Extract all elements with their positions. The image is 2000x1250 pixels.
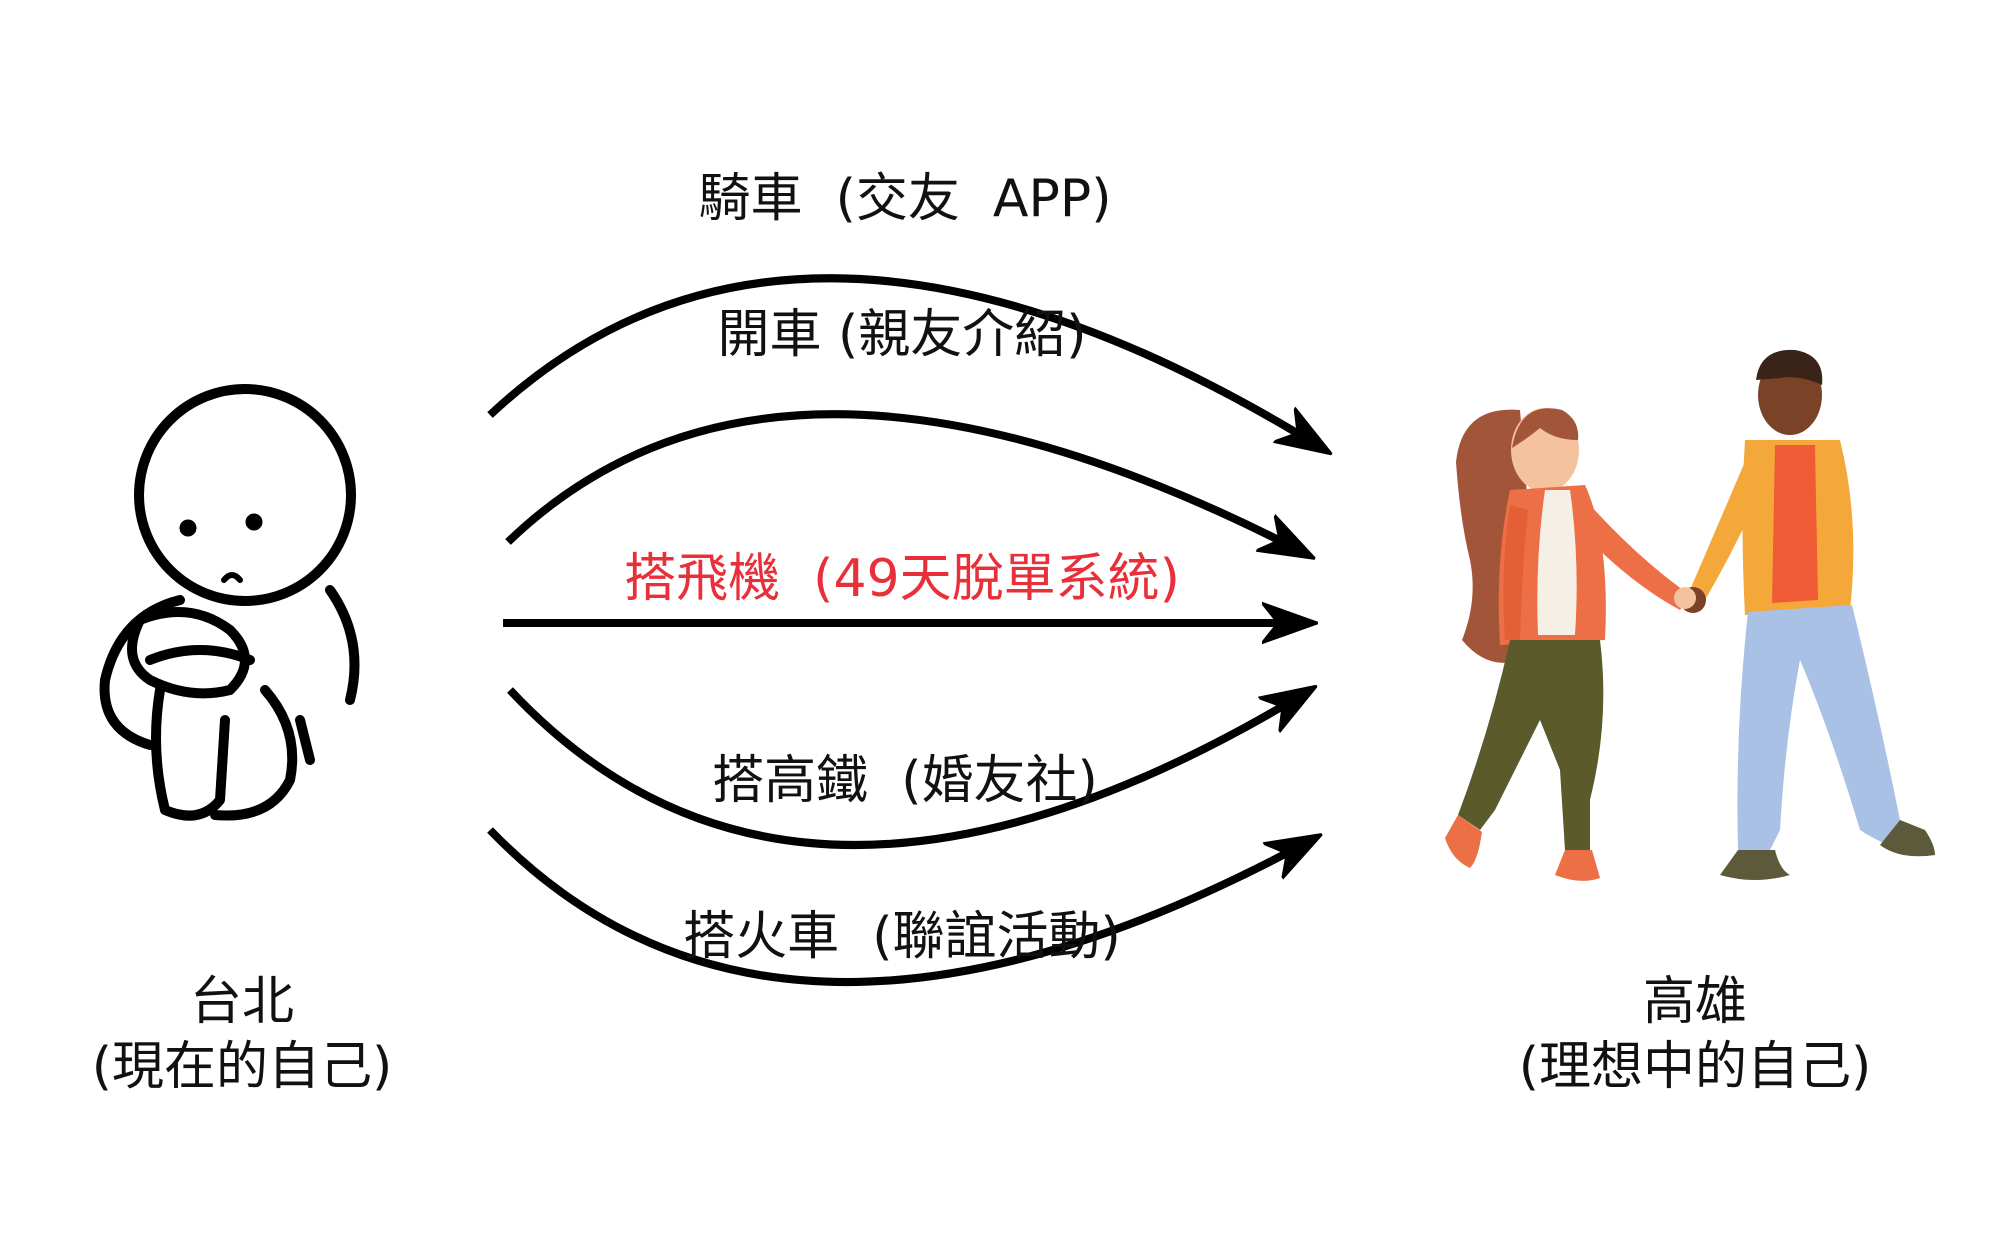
arrow-route-4	[507, 690, 1310, 849]
destination-label: 高雄 (理想中的自己)	[1519, 970, 1872, 1100]
route-arrows	[487, 274, 1325, 986]
route-label-car: 開車 (親友介紹)	[717, 305, 1087, 365]
destination-subtitle: (理想中的自己)	[1518, 1037, 1872, 1097]
route-label-train: 搭火車 (聯誼活動)	[683, 907, 1121, 967]
origin-name: 台北	[189, 972, 295, 1032]
couple-icon	[1445, 349, 1935, 881]
arrow-route-5	[487, 827, 1315, 986]
origin-label: 台北 (現在的自己)	[92, 970, 393, 1100]
route-label-plane: 搭飛機 (49天脫單系統)	[624, 549, 1180, 609]
destination-name: 高雄	[1642, 972, 1748, 1032]
route-label-scooter: 騎車 (交友 APP)	[698, 169, 1112, 229]
arrow-route-2	[505, 410, 1308, 555]
arrow-route-1	[487, 274, 1325, 450]
origin-subtitle: (現在的自己)	[91, 1037, 393, 1097]
sad-person-icon	[99, 384, 360, 821]
route-label-high-speed-rail: 搭高鐵 (婚友社)	[712, 751, 1098, 811]
